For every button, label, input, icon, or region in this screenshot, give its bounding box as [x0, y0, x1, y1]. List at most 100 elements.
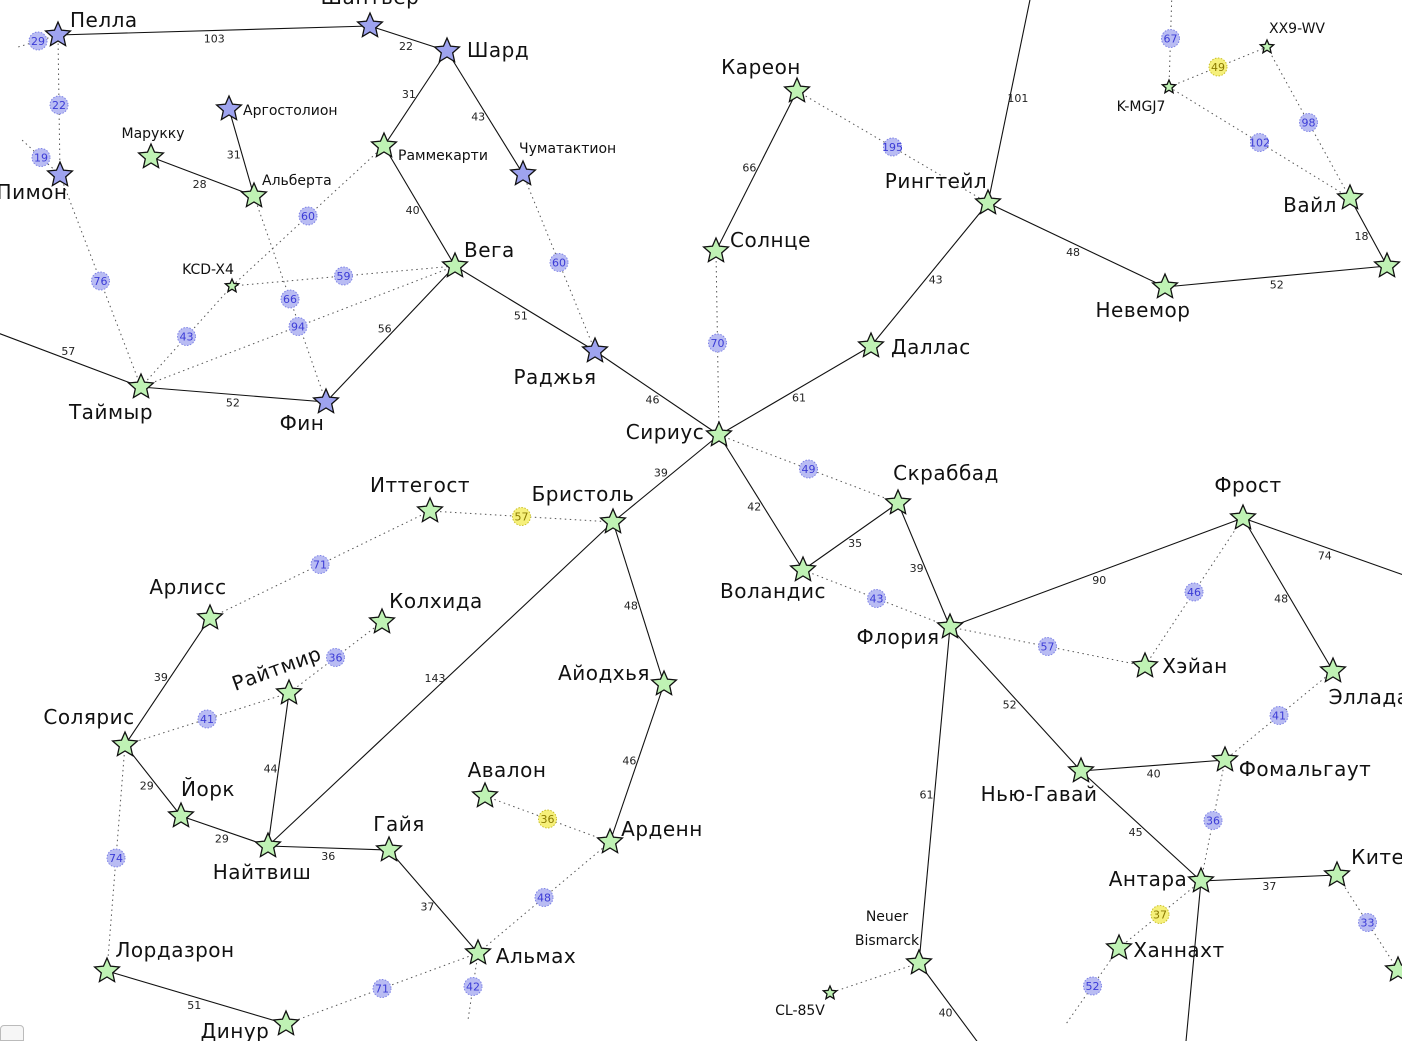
star-icon[interactable]	[471, 781, 499, 808]
star-icon[interactable]	[1131, 651, 1159, 678]
star-icon[interactable]	[111, 730, 139, 757]
star-icon[interactable]	[127, 372, 155, 399]
system-lordazron[interactable]: Лордазрон	[93, 938, 235, 983]
system-aiodkhya[interactable]: Айодхья	[558, 661, 678, 696]
star-icon[interactable]	[705, 420, 733, 447]
star-icon[interactable]	[1373, 251, 1401, 278]
system-pimon[interactable]: Пимон	[0, 160, 74, 204]
system-raitmir[interactable]: Райтмир	[229, 641, 325, 705]
star-icon[interactable]	[1336, 183, 1364, 210]
system-xx9[interactable]: XX9-WV	[1258, 21, 1325, 55]
star-icon[interactable]	[137, 142, 165, 169]
system-ringteil[interactable]: Рингтейл	[885, 169, 1002, 215]
system-ittegost[interactable]: Иттегост	[370, 473, 470, 523]
star-icon[interactable]	[509, 159, 537, 186]
corner-handle[interactable]	[0, 1025, 24, 1041]
system-fin[interactable]: Фин	[280, 387, 340, 435]
system-volandis[interactable]: Воландис	[720, 555, 826, 603]
star-icon[interactable]	[884, 488, 912, 515]
system-vega[interactable]: Вега	[441, 238, 515, 278]
system-skrabbad[interactable]: Скраббад	[884, 461, 999, 515]
system-ellada[interactable]: Эллада	[1319, 656, 1402, 709]
system-nevemor[interactable]: Невемор	[1096, 272, 1191, 322]
system-shard[interactable]: Шард	[433, 36, 530, 63]
system-kcd[interactable]: KCD-X4	[182, 262, 241, 294]
system-dallas[interactable]: Даллас	[857, 331, 971, 359]
system-cl85v[interactable]: CL-85V	[775, 984, 839, 1019]
star-icon[interactable]	[167, 801, 195, 828]
star-icon[interactable]	[312, 387, 340, 414]
system-arliss[interactable]: Арлисс	[149, 575, 226, 630]
system-solntse[interactable]: Солнце	[702, 228, 811, 263]
system-pella[interactable]: Пелла	[44, 8, 138, 47]
system-chumataktion[interactable]: Чуматактион	[509, 141, 617, 186]
system-frost[interactable]: Фрост	[1214, 473, 1281, 530]
system-radzhya[interactable]: Раджья	[514, 336, 609, 389]
star-icon[interactable]	[356, 11, 384, 38]
star-icon[interactable]	[433, 36, 461, 63]
system-kitezh[interactable]: Китеж	[1323, 845, 1402, 887]
star-icon[interactable]	[1160, 78, 1178, 95]
system-almakh[interactable]: Альмах	[464, 938, 577, 968]
star-icon[interactable]	[368, 607, 396, 634]
star-icon[interactable]	[857, 331, 885, 358]
system-rammekarti[interactable]: Раммекарти	[370, 131, 488, 164]
system-kitezhS[interactable]	[1384, 955, 1402, 982]
star-icon[interactable]	[905, 948, 933, 975]
system-antara[interactable]: Антара	[1109, 866, 1215, 893]
system-taimyr[interactable]: Таймыр	[68, 372, 155, 424]
star-icon[interactable]	[936, 612, 964, 639]
star-icon[interactable]	[93, 956, 121, 983]
system-bristol[interactable]: Бристоль	[532, 482, 635, 534]
system-kmgj7[interactable]: K-MGJ7	[1117, 78, 1178, 115]
star-icon[interactable]	[1384, 955, 1402, 982]
star-icon[interactable]	[375, 835, 403, 862]
star-icon[interactable]	[254, 831, 282, 858]
star-icon[interactable]	[599, 507, 627, 534]
system-vailE[interactable]	[1373, 251, 1401, 278]
system-khannakht[interactable]: Ханнахт	[1105, 933, 1225, 962]
system-arden[interactable]: Арденн	[596, 817, 703, 854]
system-floria[interactable]: Флория	[857, 612, 964, 649]
star-icon[interactable]	[46, 160, 74, 187]
star-icon[interactable]	[275, 678, 303, 705]
system-fomalgaut[interactable]: Фомальгаут	[1211, 745, 1372, 781]
star-icon[interactable]	[1105, 933, 1133, 960]
star-icon[interactable]	[464, 938, 492, 965]
star-icon[interactable]	[1067, 756, 1095, 783]
star-icon[interactable]	[596, 827, 624, 854]
star-icon[interactable]	[1187, 866, 1215, 893]
star-icon[interactable]	[44, 20, 72, 47]
system-argostolion[interactable]: Аргостолион	[215, 94, 338, 121]
system-avalon[interactable]: Авалон	[468, 758, 547, 808]
system-marukku[interactable]: Марукку	[121, 126, 185, 169]
star-icon[interactable]	[974, 188, 1002, 215]
system-nyugavai[interactable]: Нью-Гавай	[981, 756, 1098, 806]
system-solaris[interactable]: Солярис	[43, 705, 139, 757]
star-icon[interactable]	[196, 603, 224, 630]
system-naitvish[interactable]: Найтвиш	[213, 831, 312, 884]
star-icon[interactable]	[1258, 38, 1276, 55]
star-icon[interactable]	[240, 181, 268, 208]
star-icon[interactable]	[1323, 860, 1351, 887]
star-icon[interactable]	[416, 496, 444, 523]
system-alberta[interactable]: Альберта	[240, 173, 332, 208]
star-icon[interactable]	[441, 251, 469, 278]
star-icon[interactable]	[1319, 656, 1347, 683]
system-kareon[interactable]: Кареон	[721, 55, 811, 103]
system-kolkhida[interactable]: Колхида	[368, 589, 483, 634]
star-icon[interactable]	[1211, 745, 1239, 772]
system-gaia[interactable]: Гайя	[373, 812, 424, 862]
star-icon[interactable]	[215, 94, 243, 121]
star-icon[interactable]	[789, 555, 817, 582]
star-icon[interactable]	[581, 336, 609, 363]
system-shantier[interactable]: Шантьер	[321, 0, 420, 38]
system-kheian[interactable]: Хэйан	[1131, 651, 1228, 678]
system-vail[interactable]: Вайл	[1283, 183, 1364, 217]
star-icon[interactable]	[223, 277, 241, 294]
system-york[interactable]: Йорк	[167, 777, 235, 828]
star-icon[interactable]	[650, 669, 678, 696]
star-icon[interactable]	[272, 1009, 300, 1036]
